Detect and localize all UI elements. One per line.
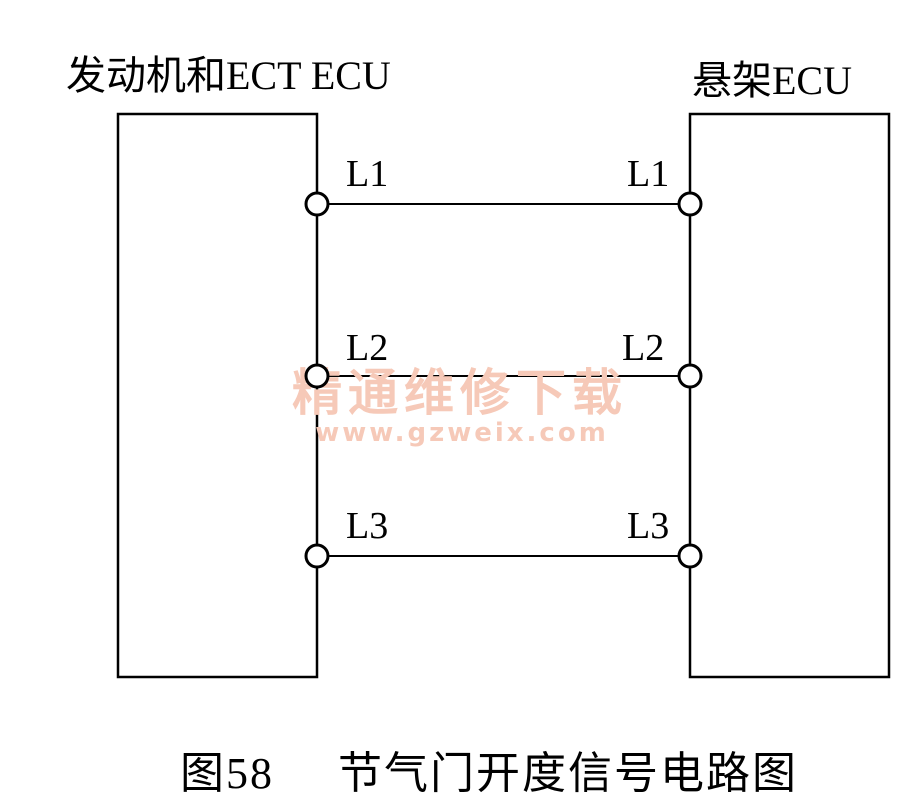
right-pin-label-l3: L3 [627,505,669,547]
left-pin-label-l3: L3 [346,505,388,547]
right-pin-label-l1: L1 [627,153,669,195]
left-terminal-l1 [304,191,330,217]
left-pin-label-l2: L2 [346,327,388,369]
watermark-url: www.gzweix.com [315,418,609,448]
left-pin-label-l1: L1 [346,153,388,195]
right-terminal-l3 [677,543,703,569]
left-block-label: 发动机和ECT ECU [66,53,391,98]
left-terminal-l3 [304,543,330,569]
watermark-text: 精通维修下载 [292,363,628,422]
right-block-label: 悬架ECU [692,58,852,103]
left-terminal-l2 [304,363,330,389]
left-ecu-box [116,112,319,679]
right-terminal-l1 [677,191,703,217]
right-pin-label-l2: L2 [622,327,664,369]
right-terminal-l2 [677,363,703,389]
figure-number: 图58 [180,749,274,798]
right-ecu-box [688,112,891,679]
figure-title: 节气门开度信号电路图 [338,749,798,798]
